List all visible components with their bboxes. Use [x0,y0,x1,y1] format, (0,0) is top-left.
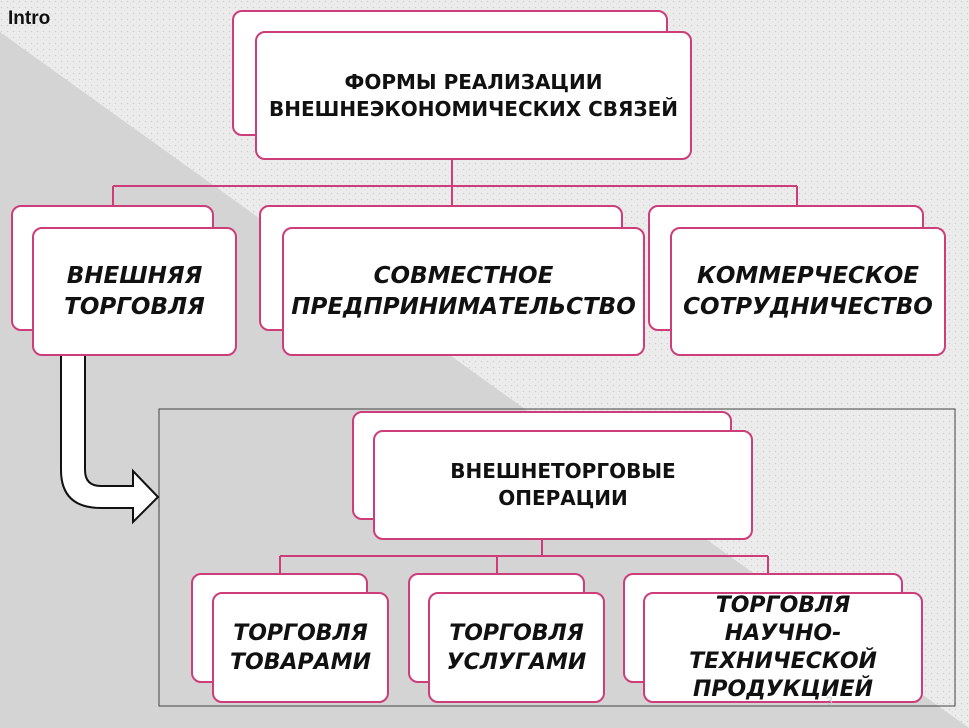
sub-connectors [279,540,769,574]
branch-node-label: СОВМЕСТНОЕ ПРЕДПРИНИМАТЕЛЬСТВО [291,262,636,320]
sub-branch-node-services: ТОРГОВЛЯ УСЛУГАМИ [428,592,605,703]
sub-branch-node-label: ТОРГОВЛЯ ТОВАРАМИ [230,620,371,675]
sub-branch-node-goods: ТОРГОВЛЯ ТОВАРАМИ [212,592,389,703]
branch-node-commercial-cooperation: КОММЕРЧЕСКОЕ СОТРУДНИЧЕСТВО [670,227,946,356]
sub-diagram-frame [158,408,956,707]
root-node-label: ФОРМЫ РЕАЛИЗАЦИИ ВНЕШНЕЭКОНОМИЧЕСКИХ СВЯ… [268,69,679,121]
sub-root-node-label: ВНЕШНЕТОРГОВЫЕ ОПЕРАЦИИ [450,459,676,510]
branch-node-label: ВНЕШНЯЯ ТОРГОВЛЯ [64,262,205,320]
branch-node-foreign-trade: ВНЕШНЯЯ ТОРГОВЛЯ [32,227,237,356]
slide-title: Intro [8,8,51,29]
top-connectors [112,160,798,207]
page-number: 3 [826,694,833,708]
root-node: ФОРМЫ РЕАЛИЗАЦИИ ВНЕШНЕЭКОНОМИЧЕСКИХ СВЯ… [255,31,692,160]
branch-node-label: КОММЕРЧЕСКОЕ СОТРУДНИЧЕСТВО [683,262,933,320]
sub-root-node: ВНЕШНЕТОРГОВЫЕ ОПЕРАЦИИ [373,430,753,540]
sub-branch-node-label: ТОРГОВЛЯ УСЛУГАМИ [446,620,587,675]
bent-arrow-icon [60,354,160,525]
sub-branch-node-scientific-products: ТОРГОВЛЯ НАУЧНО-ТЕХНИЧЕСКОЙ ПРОДУКЦИЕЙ [643,592,923,703]
branch-node-joint-entrepreneurship: СОВМЕСТНОЕ ПРЕДПРИНИМАТЕЛЬСТВО [282,227,645,356]
sub-branch-node-label: ТОРГОВЛЯ НАУЧНО-ТЕХНИЧЕСКОЙ ПРОДУКЦИЕЙ [689,592,877,702]
